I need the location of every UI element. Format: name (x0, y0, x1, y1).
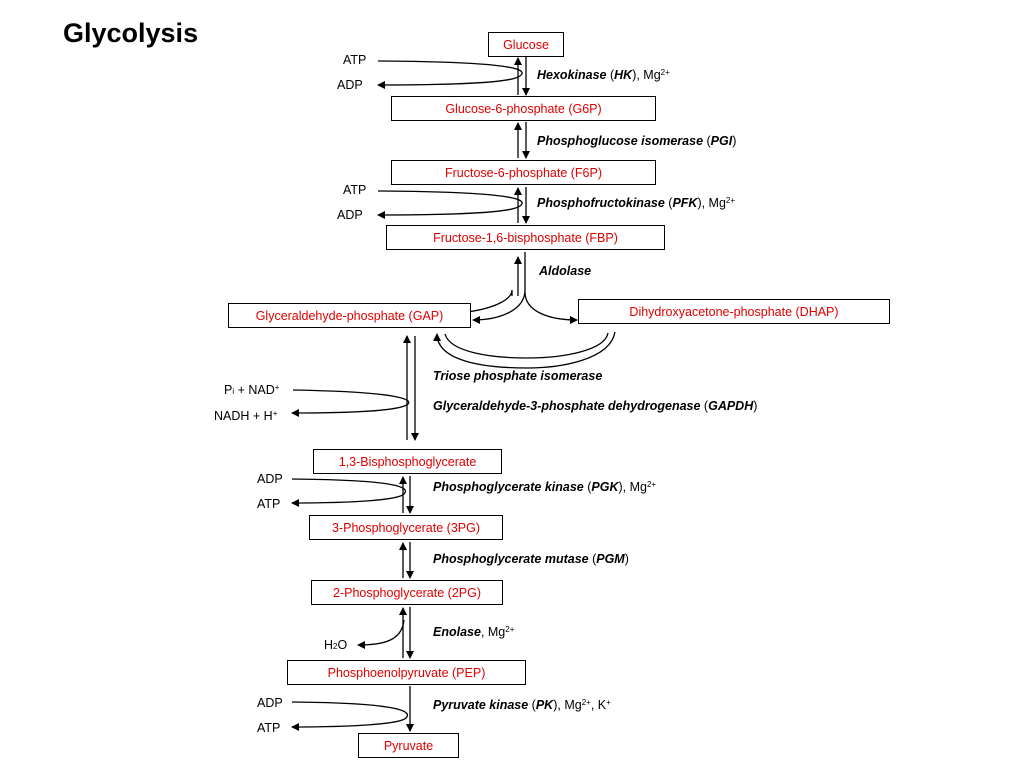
enzyme-pfk: Phosphofructokinase (PFK), Mg2+ (537, 196, 736, 210)
arrow-tpi-loop (433, 331, 616, 369)
enzyme-hk: Hexokinase (HK), Mg2+ (537, 68, 670, 82)
enzyme-aldolase: Aldolase (539, 264, 592, 278)
enzyme-pgm: Phosphoglycerate mutase (PGM) (433, 552, 629, 566)
metabolite-3pg: 3-Phosphoglycerate (3PG) (309, 515, 503, 540)
metabolite-2pg: 2-Phosphoglycerate (2PG) (311, 580, 503, 605)
metabolite-glucose: Glucose (488, 32, 564, 57)
arrow-gapdh-nad (291, 389, 410, 417)
arrow-pfk-atp-adp (377, 190, 523, 219)
arrow-tpi-loop-inner (444, 332, 609, 359)
enzyme-pgi: Phosphoglucose isomerase (PGI) (537, 134, 737, 148)
metabolite-gap: Glyceraldehyde-phosphate (GAP) (228, 303, 471, 328)
cofactor-atp-pgk: ATP (257, 497, 281, 511)
cofactor-adp-pgk: ADP (257, 472, 283, 486)
arrow-hk-atp-adp (377, 60, 523, 89)
arrow-pk-adp-atp (291, 701, 409, 731)
cofactor-nadh: NADH + H+ (214, 409, 278, 423)
enzyme-pk: Pyruvate kinase (PK), Mg2+, K+ (433, 698, 611, 712)
enzyme-tpi: Triose phosphate isomerase (433, 369, 603, 383)
arrow-aldolase-to-gap (472, 252, 526, 324)
arrow-aldolase-to-dhap (524, 291, 578, 324)
metabolite-g6p: Glucose-6-phosphate (G6P) (391, 96, 656, 121)
enzyme-enolase: Enolase, Mg2+ (433, 625, 515, 639)
page-title: Glycolysis (63, 18, 199, 48)
metabolite-pyruvate: Pyruvate (358, 733, 459, 758)
enzyme-pgk: Phosphoglycerate kinase (PGK), Mg2+ (433, 480, 657, 494)
cofactor-pi-nad: Pi + NAD+ (224, 383, 280, 397)
arrow-enolase-water (357, 619, 405, 649)
cofactor-h2o: H2O (324, 638, 348, 652)
metabolite-dhap: Dihydroxyacetone-phosphate (DHAP) (578, 299, 890, 324)
metabolite-f6p: Fructose-6-phosphate (F6P) (391, 160, 656, 185)
metabolite-13bpg: 1,3-Bisphosphoglycerate (313, 449, 502, 474)
enzyme-gapdh: Glyceraldehyde-3-phosphate dehydrogenase… (433, 399, 758, 413)
cofactor-adp-hk: ADP (337, 78, 363, 92)
arrow-pgk-adp-atp (291, 478, 407, 507)
cofactor-adp-pk: ADP (257, 696, 283, 710)
cofactor-adp-pfk: ADP (337, 208, 363, 222)
cofactor-atp-pfk: ATP (343, 183, 367, 197)
cofactor-atp-hk: ATP (343, 53, 367, 67)
metabolite-pep: Phosphoenolpyruvate (PEP) (287, 660, 526, 685)
metabolite-fbp: Fructose-1,6-bisphosphate (FBP) (386, 225, 665, 250)
cofactor-atp-pk: ATP (257, 721, 281, 735)
